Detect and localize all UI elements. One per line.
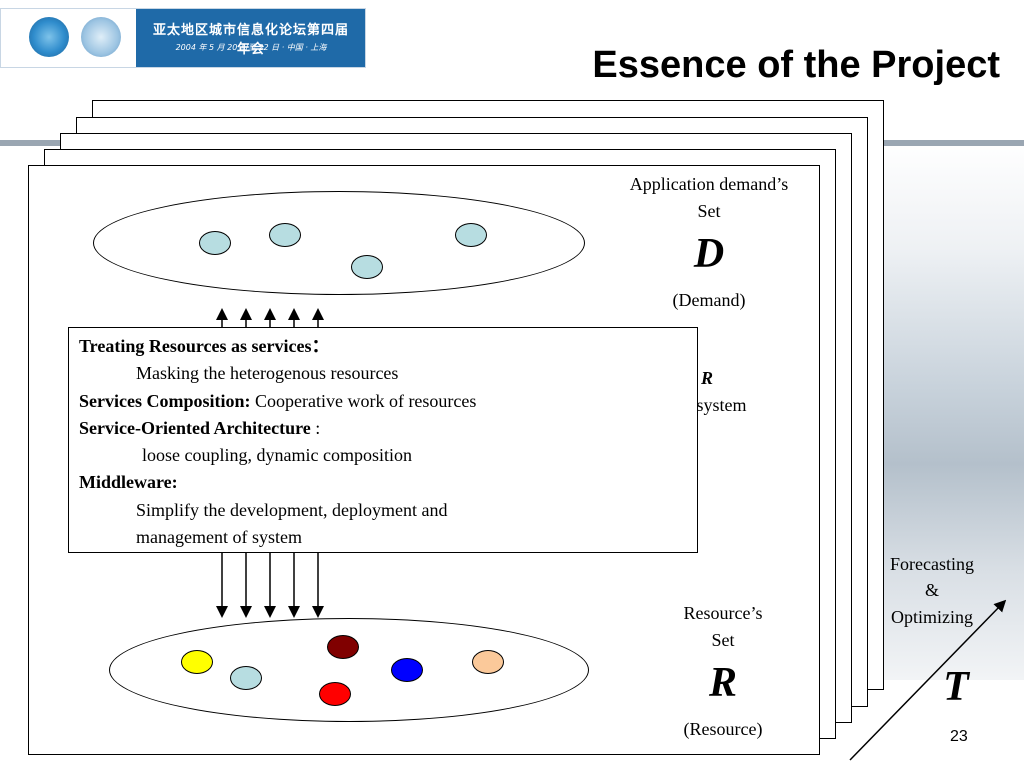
page-number: 23 (950, 728, 968, 745)
demand-node (455, 223, 487, 247)
banner-logos (1, 9, 136, 67)
callout-line-6: Middleware: (79, 469, 687, 496)
callout-box: Treating Resources as services： Masking … (68, 327, 698, 553)
resource-node-maroon (327, 635, 359, 659)
forecasting-label-line3: Optimizing (891, 607, 973, 627)
time-symbol: T (943, 664, 969, 710)
callout-line-1: Treating Resources as services： (79, 333, 687, 360)
callout-soa-punct: : (310, 417, 321, 438)
callout-composition-text: Cooperative work of resources (250, 390, 477, 411)
un-logo-icon (81, 17, 121, 57)
demand-node (269, 223, 301, 247)
slide-title: Essence of the Project (592, 44, 1000, 86)
demand-node (351, 255, 383, 279)
forecasting-label-line2: & (924, 580, 939, 600)
callout-line-4: Service-Oriented Architecture : (79, 415, 687, 442)
callout-line-8: management of system (136, 527, 302, 548)
resource-node-red (319, 682, 351, 706)
callout-line-3: Services Composition: Cooperative work o… (79, 388, 687, 415)
callout-heading-composition: Services Composition: (79, 390, 251, 411)
resource-node-lightblue (230, 666, 262, 690)
time-axis-arrow (849, 599, 1007, 761)
callout-line-7: Simplify the development, deployment and (136, 499, 448, 520)
resource-set-ellipse (109, 618, 589, 722)
forecasting-label-line1: Forecasting (890, 554, 974, 574)
resource-caption: (Resource) (683, 719, 763, 739)
callout-heading-middleware: Middleware: (79, 472, 178, 493)
resource-symbol: R (708, 660, 737, 706)
middle-symbol-fragment: R (700, 368, 713, 388)
banner-title: 亚太地区城市信息化论坛第四届年会 (152, 23, 349, 57)
demand-symbol: D (693, 231, 725, 277)
resource-label-line1: Resource’s (683, 603, 763, 623)
demand-set-ellipse (93, 191, 585, 295)
demand-label-line1: Application demand’s (629, 174, 789, 194)
banner-subtitle: 2004 年 5 月 20 日至 22 日 · 中国 · 上海 (175, 43, 327, 52)
conference-banner: 亚太地区城市信息化论坛第四届年会 2004 年 5 月 20 日至 22 日 ·… (0, 8, 366, 68)
callout-punct: ： (311, 336, 330, 356)
forum-logo-icon (29, 17, 69, 57)
resource-node-yellow (181, 650, 213, 674)
callout-heading-resources: Treating Resources as services (79, 336, 312, 356)
resource-node-peach (472, 650, 504, 674)
callout-line-2: Masking the heterogenous resources (136, 363, 399, 384)
callout-heading-soa: Service-Oriented Architecture (79, 417, 311, 438)
demand-node (199, 231, 231, 255)
resource-node-blue (391, 658, 423, 682)
callout-line-5: loose coupling, dynamic composition (142, 445, 412, 466)
demand-label-line2: Set (697, 201, 721, 221)
demand-caption: (Demand) (672, 290, 746, 310)
resource-label-line2: Set (711, 630, 735, 650)
